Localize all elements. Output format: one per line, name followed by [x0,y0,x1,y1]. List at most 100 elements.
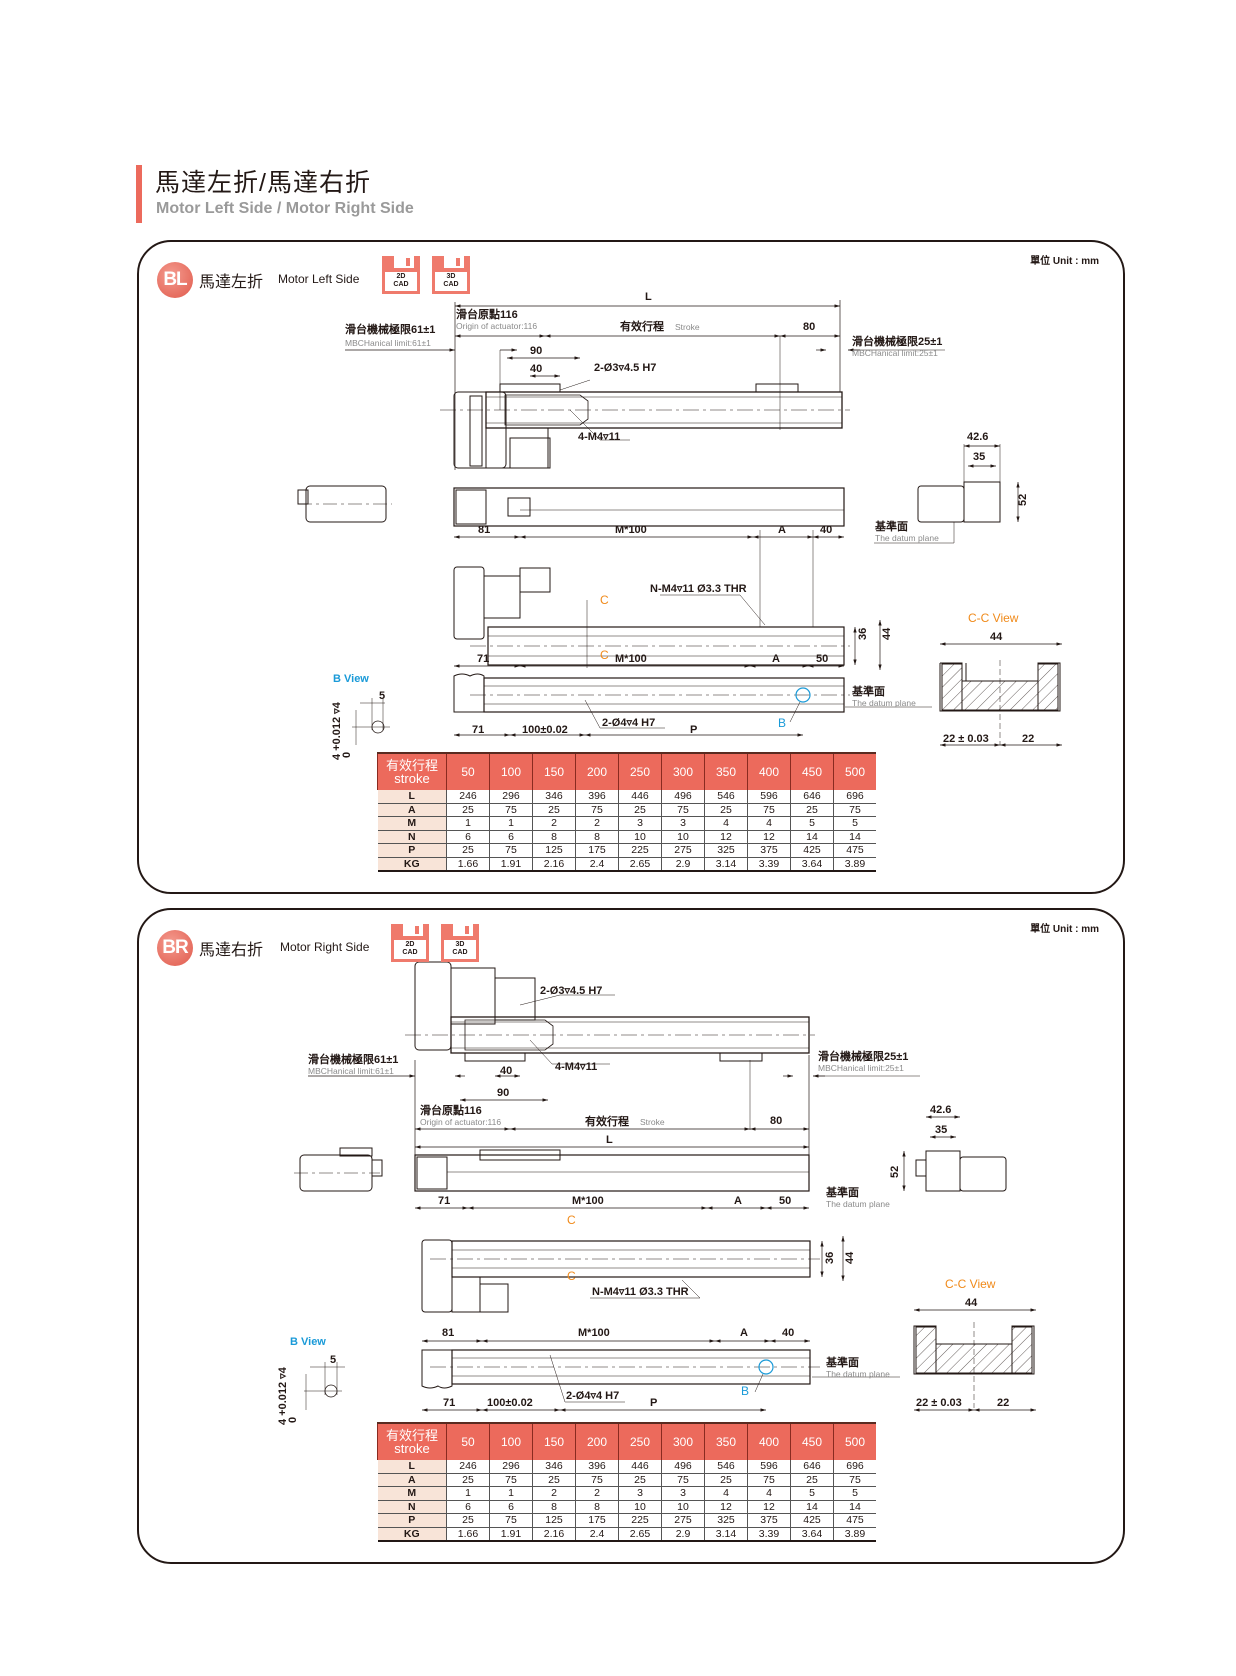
table-cell: 10 [618,1500,662,1514]
dim-36: 36 [857,628,869,640]
table-cell: 75 [489,843,533,858]
dim-P: P [690,724,697,736]
dim-40: 40 [530,363,542,375]
row-label: P [377,1513,447,1528]
dim-P: P [650,1397,657,1409]
hole-callout: 2-Ø3▿4.5 H7 [540,985,602,997]
row-label: A [377,803,447,817]
table-cell: 4 [704,1486,748,1501]
limit-right-label: 滑台機械極限25±1 [852,334,942,348]
table-cell: 14 [833,830,876,844]
table-cell: 25 [704,1473,748,1487]
section-mark-c: C [567,1269,576,1283]
table-cell: 14 [790,830,834,844]
dim-22: 22 [997,1397,1009,1409]
table-cell: 475 [833,1513,876,1528]
table-cell: 3.64 [790,857,834,872]
br-side-view [414,1149,810,1210]
table-cell: 5 [833,816,876,831]
table-cell: 75 [747,1473,791,1487]
table-cell: 25 [446,803,490,817]
limit-left-label: 滑台機械極限61±1 [345,322,435,336]
table-cell: 646 [790,1460,834,1474]
datum-label: 基準面 [825,1355,859,1369]
table-cell: 396 [575,790,619,804]
table-cell: 246 [446,790,490,804]
dim-40: 40 [820,524,832,536]
dim-44: 44 [965,1297,978,1309]
dim-5: 5 [379,690,385,702]
br-b-view [304,1362,345,1410]
tap-n-callout: N-M4▿11 Ø3.3 THR [592,1286,689,1298]
table-header-stroke-value: 50 [446,752,490,790]
table-cell: 25 [446,1473,490,1487]
table-cell: 2.65 [618,1527,662,1542]
cad-type: 2D [396,273,406,280]
tap-n-callout: N-M4▿11 Ø3.3 THR [650,583,747,595]
table-header-stroke-value: 150 [532,1422,576,1460]
table-cell: 25 [790,803,834,817]
table-cell: 296 [489,790,533,804]
table-cell: 10 [661,830,705,844]
bl-b-view [352,698,390,745]
limit-right-label-en: MBCHanical limit:25±1 [818,1063,904,1073]
table-header-stroke-value: 300 [661,1422,705,1460]
cad-label: CAD [443,281,459,288]
dim-100: 100±0.02 [487,1397,533,1409]
dim-L: L [645,291,652,303]
table-cell: 2 [532,816,576,831]
dim-A: A [734,1195,742,1207]
table-header-stroke-value: 350 [704,1422,748,1460]
stroke-label-en: Stroke [640,1117,665,1127]
dim-40: 40 [500,1065,512,1077]
table-cell: 1.91 [489,1527,533,1542]
dim-71: 71 [472,724,484,736]
br-b-face-view [421,1349,900,1412]
table-cell: 275 [661,1513,705,1528]
section-title-en: Motor Left Side [278,272,360,286]
dim-71: 71 [477,653,489,665]
dim-L: L [606,1134,613,1146]
table-header-stroke-value: 400 [747,752,791,790]
dim-52: 52 [1017,494,1029,506]
table-cell: 1.66 [446,857,490,872]
table-cell: 25 [446,843,490,858]
header-en: stroke [394,1441,430,1456]
hole-callout: 2-Ø4▿4 H7 [566,1390,619,1402]
table-cell: 225 [618,1513,662,1528]
origin-label-en: Origin of actuator:116 [420,1117,501,1127]
dim-m100: M*100 [572,1195,604,1207]
section-mark-c: C [600,593,609,607]
table-header-stroke-value: 450 [790,1422,834,1460]
b-view-tolerance: 4 +0.012 ▿4 [277,1366,289,1425]
datum-label-en: The datum plane [875,533,939,543]
bl-motor-end [297,485,392,523]
bl-end-view [874,444,1020,544]
bl-b-face-view [453,673,932,737]
stroke-label: 有效行程 [585,1114,629,1128]
bl-top-view-labels: L 滑台原點116 Origin of actuator:116 有效行程 St… [345,291,942,443]
page-subtitle: Motor Left Side / Motor Right Side [156,200,414,217]
table-cell: 6 [446,1500,490,1514]
section-mark-c: C [567,1213,576,1227]
cc-view-title: C-C View [945,1277,996,1291]
dim-90: 90 [497,1087,509,1099]
table-header-stroke-value: 250 [618,752,662,790]
table-cell: 296 [489,1460,533,1474]
bl-bottom-view [453,530,882,670]
hole-callout: 2-Ø4▿4 H7 [602,717,655,729]
b-view-title: B View [290,1336,326,1348]
stroke-label-en: Stroke [675,322,700,332]
table-cell: 12 [704,830,748,844]
page-title: 馬達左折/馬達右折 [155,169,371,197]
table-cell: 446 [618,1460,662,1474]
table-cell: 8 [532,830,576,844]
table-cell: 2.4 [575,1527,619,1542]
table-cell: 2 [575,816,619,831]
